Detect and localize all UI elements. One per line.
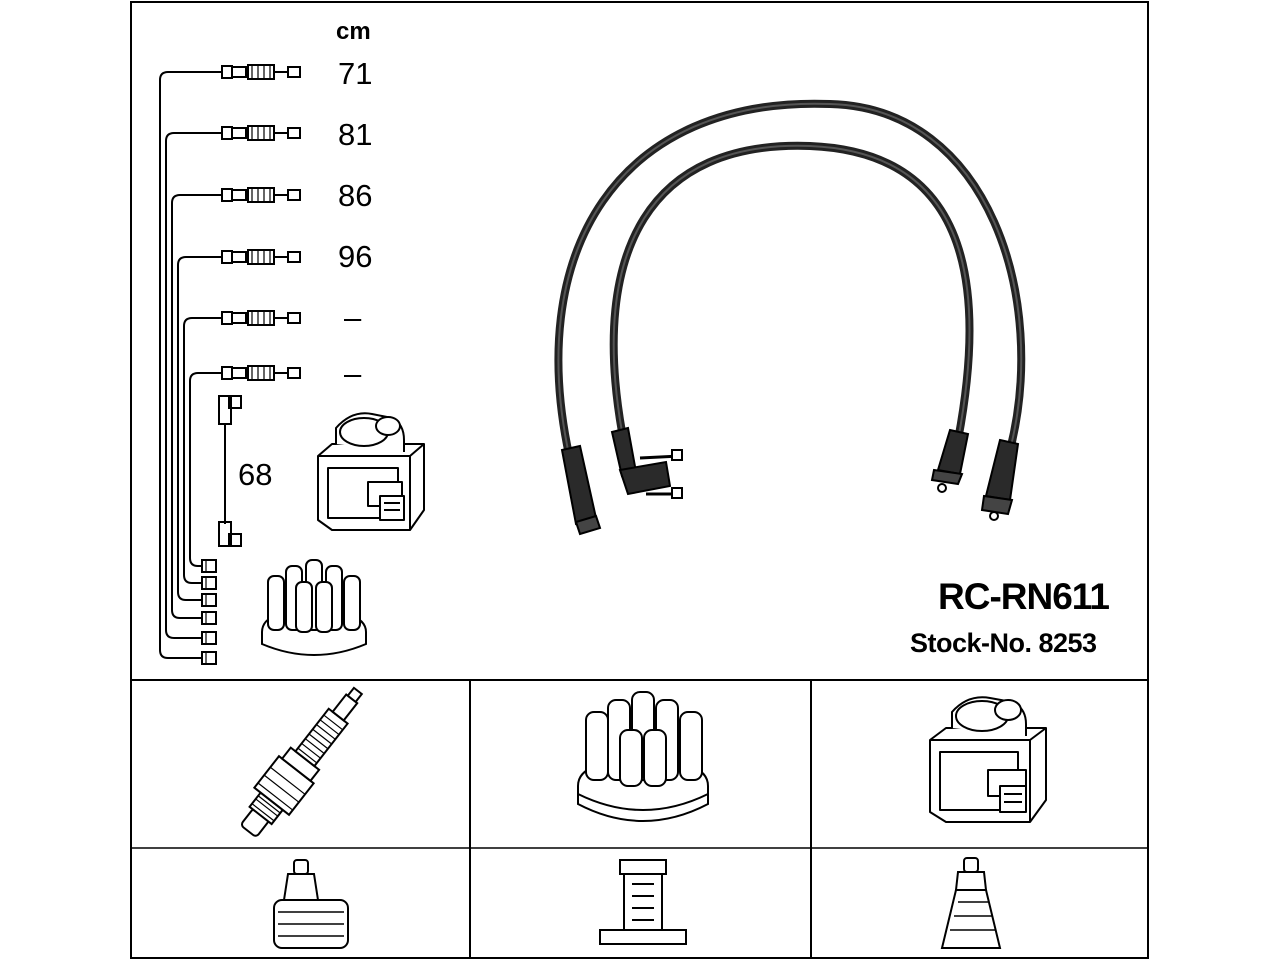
frame-outer (130, 1, 1149, 959)
lead-connectors (221, 64, 301, 381)
coil-terminal-icon (940, 857, 1002, 949)
ignition-cable-pair (554, 99, 1026, 472)
distributor-cap-small-icon (261, 559, 367, 656)
cap-terminal-6 (201, 651, 217, 665)
lead-connector-2 (221, 125, 301, 141)
unit-label: cm (336, 18, 371, 45)
ignition-coil-icon (929, 696, 1047, 823)
lead-connector-6 (221, 365, 301, 381)
spark-plug-icon (241, 686, 364, 837)
cap-terminal-1 (201, 559, 217, 573)
coil-wire-length: 68 (238, 457, 273, 492)
wire-2 (165, 132, 222, 639)
wire-1 (159, 71, 222, 659)
plug-boot-left (560, 444, 602, 536)
distributor-terminal-icon (599, 859, 687, 945)
wire-4 (177, 256, 222, 601)
wire-length-1: 71 (338, 56, 373, 91)
cap-terminal-5 (201, 631, 217, 645)
cap-terminal-3 (201, 593, 217, 607)
cap-terminal-4 (201, 611, 217, 625)
wiring-schematic (159, 71, 242, 659)
wire-length-6: – (344, 356, 362, 391)
wire-5 (183, 317, 222, 584)
wire-length-4: 96 (338, 239, 373, 274)
cap-terminal-2 (201, 576, 217, 590)
distributor-boot-angled (610, 426, 683, 499)
lead-connector-3 (221, 187, 301, 203)
cap-terminals (201, 559, 217, 665)
lead-connector-4 (221, 249, 301, 265)
coil-boot-right-short (930, 428, 970, 493)
product-code: RC-RN611 (938, 576, 1110, 617)
plug-terminal-icon (273, 859, 349, 949)
wire-length-2: 81 (338, 117, 373, 152)
ignition-coil-small-icon (317, 412, 425, 531)
lead-connector-1 (221, 64, 301, 80)
distributor-cap-icon (577, 691, 709, 822)
stock-number: Stock-No. 8253 (910, 628, 1097, 658)
wire-3 (171, 194, 222, 619)
wire-length-3: 86 (338, 178, 373, 213)
wire-6 (189, 372, 222, 567)
lead-connector-5 (221, 310, 301, 326)
wire-length-5: – (344, 300, 362, 335)
coil-boot-right-long (980, 438, 1020, 521)
